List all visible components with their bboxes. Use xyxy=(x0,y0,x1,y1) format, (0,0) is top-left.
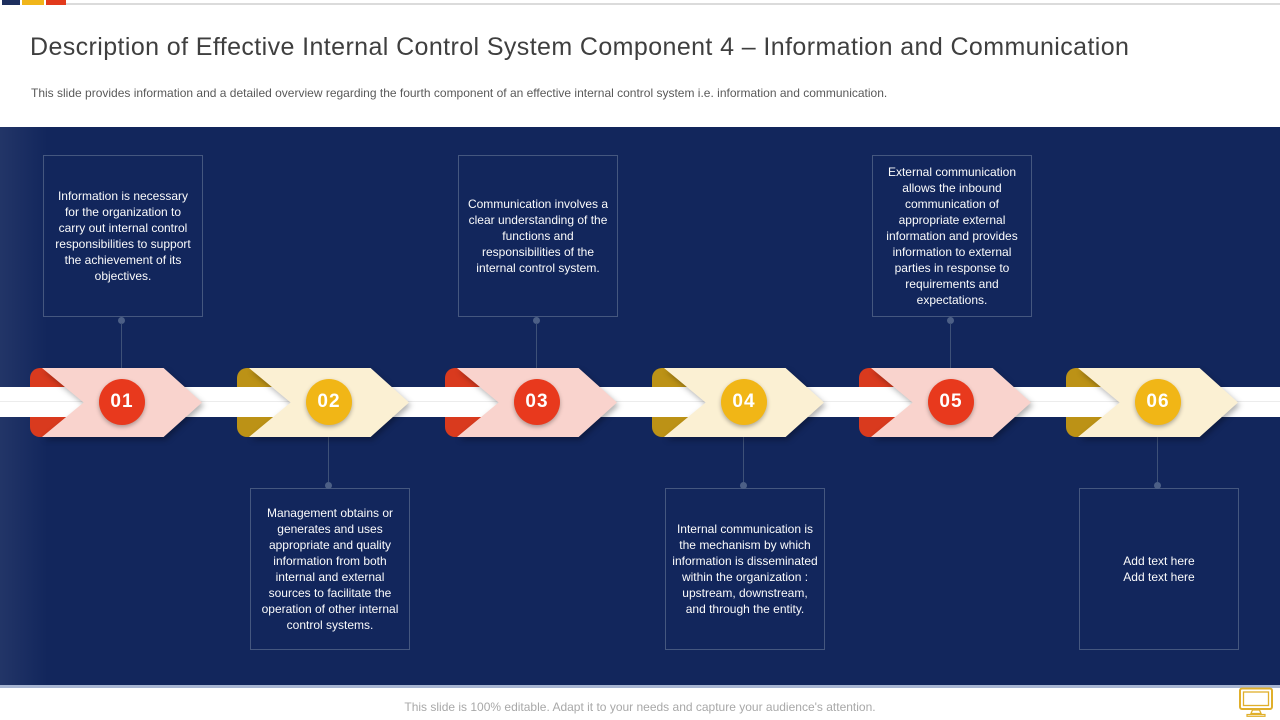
connector-dot-6 xyxy=(1154,482,1161,489)
connector-dot-4 xyxy=(740,482,747,489)
slide-title: Description of Effective Internal Contro… xyxy=(30,33,1130,61)
footer-note: This slide is 100% editable. Adapt it to… xyxy=(404,700,876,714)
accent-bar-navy xyxy=(2,0,20,5)
step-4-text-box: Internal communication is the mechanism … xyxy=(665,488,825,650)
step-2-text: Management obtains or generates and uses… xyxy=(261,506,399,632)
connector-dot-1 xyxy=(118,317,125,324)
connector-line-6 xyxy=(1157,437,1158,482)
step-6-number-badge: 06 xyxy=(1135,379,1181,425)
step-3-text: Communication involves a clear understan… xyxy=(467,197,609,275)
step-5-text: External communication allows the inboun… xyxy=(886,165,1018,307)
step-1-number-badge: 01 xyxy=(99,379,145,425)
connector-dot-5 xyxy=(947,317,954,324)
step-4-text: Internal communication is the mechanism … xyxy=(672,522,818,616)
connector-dot-3 xyxy=(533,317,540,324)
connector-line-5 xyxy=(950,323,951,368)
connector-line-3 xyxy=(536,323,537,368)
step-4-number-badge: 04 xyxy=(721,379,767,425)
step-5-number-badge: 05 xyxy=(928,379,974,425)
monitor-icon xyxy=(1239,687,1273,717)
accent-bar-yellow xyxy=(22,0,44,5)
step-1-text-box: Information is necessary for the organiz… xyxy=(43,155,203,317)
step-2-number-badge: 02 xyxy=(306,379,352,425)
step-5-text-box: External communication allows the inboun… xyxy=(872,155,1032,317)
step-6-text-box: Add text here Add text here xyxy=(1079,488,1239,650)
step-6-placeholder-text: Add text here Add text here xyxy=(1123,554,1195,584)
connector-line-1 xyxy=(121,323,122,368)
step-2-text-box: Management obtains or generates and uses… xyxy=(250,488,410,650)
accent-bar-line xyxy=(66,3,1280,5)
step-3-number-badge: 03 xyxy=(514,379,560,425)
step-3-text-box: Communication involves a clear understan… xyxy=(458,155,618,317)
step-1-text: Information is necessary for the organiz… xyxy=(55,189,191,283)
slide-subtitle: This slide provides information and a de… xyxy=(31,86,888,100)
connector-line-4 xyxy=(743,437,744,482)
connector-dot-2 xyxy=(325,482,332,489)
accent-bar-red xyxy=(46,0,66,5)
diagram-panel: Information is necessary for the organiz… xyxy=(0,127,1280,688)
connector-line-2 xyxy=(328,437,329,482)
timeline-ribbon xyxy=(0,387,1280,417)
